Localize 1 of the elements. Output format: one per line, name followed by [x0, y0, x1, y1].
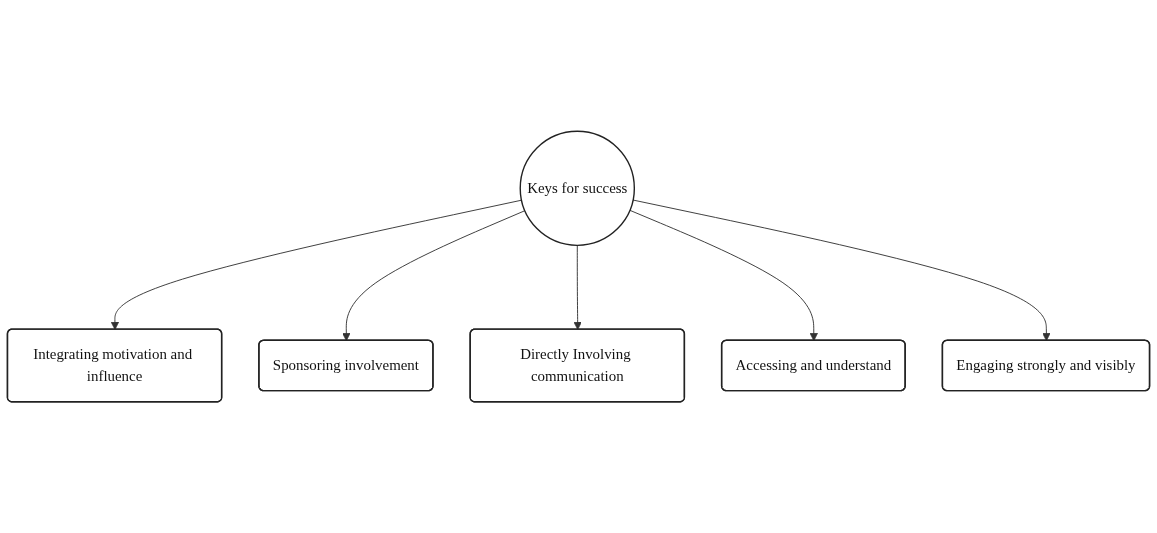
node-circle: Keys for success: [519, 130, 636, 247]
